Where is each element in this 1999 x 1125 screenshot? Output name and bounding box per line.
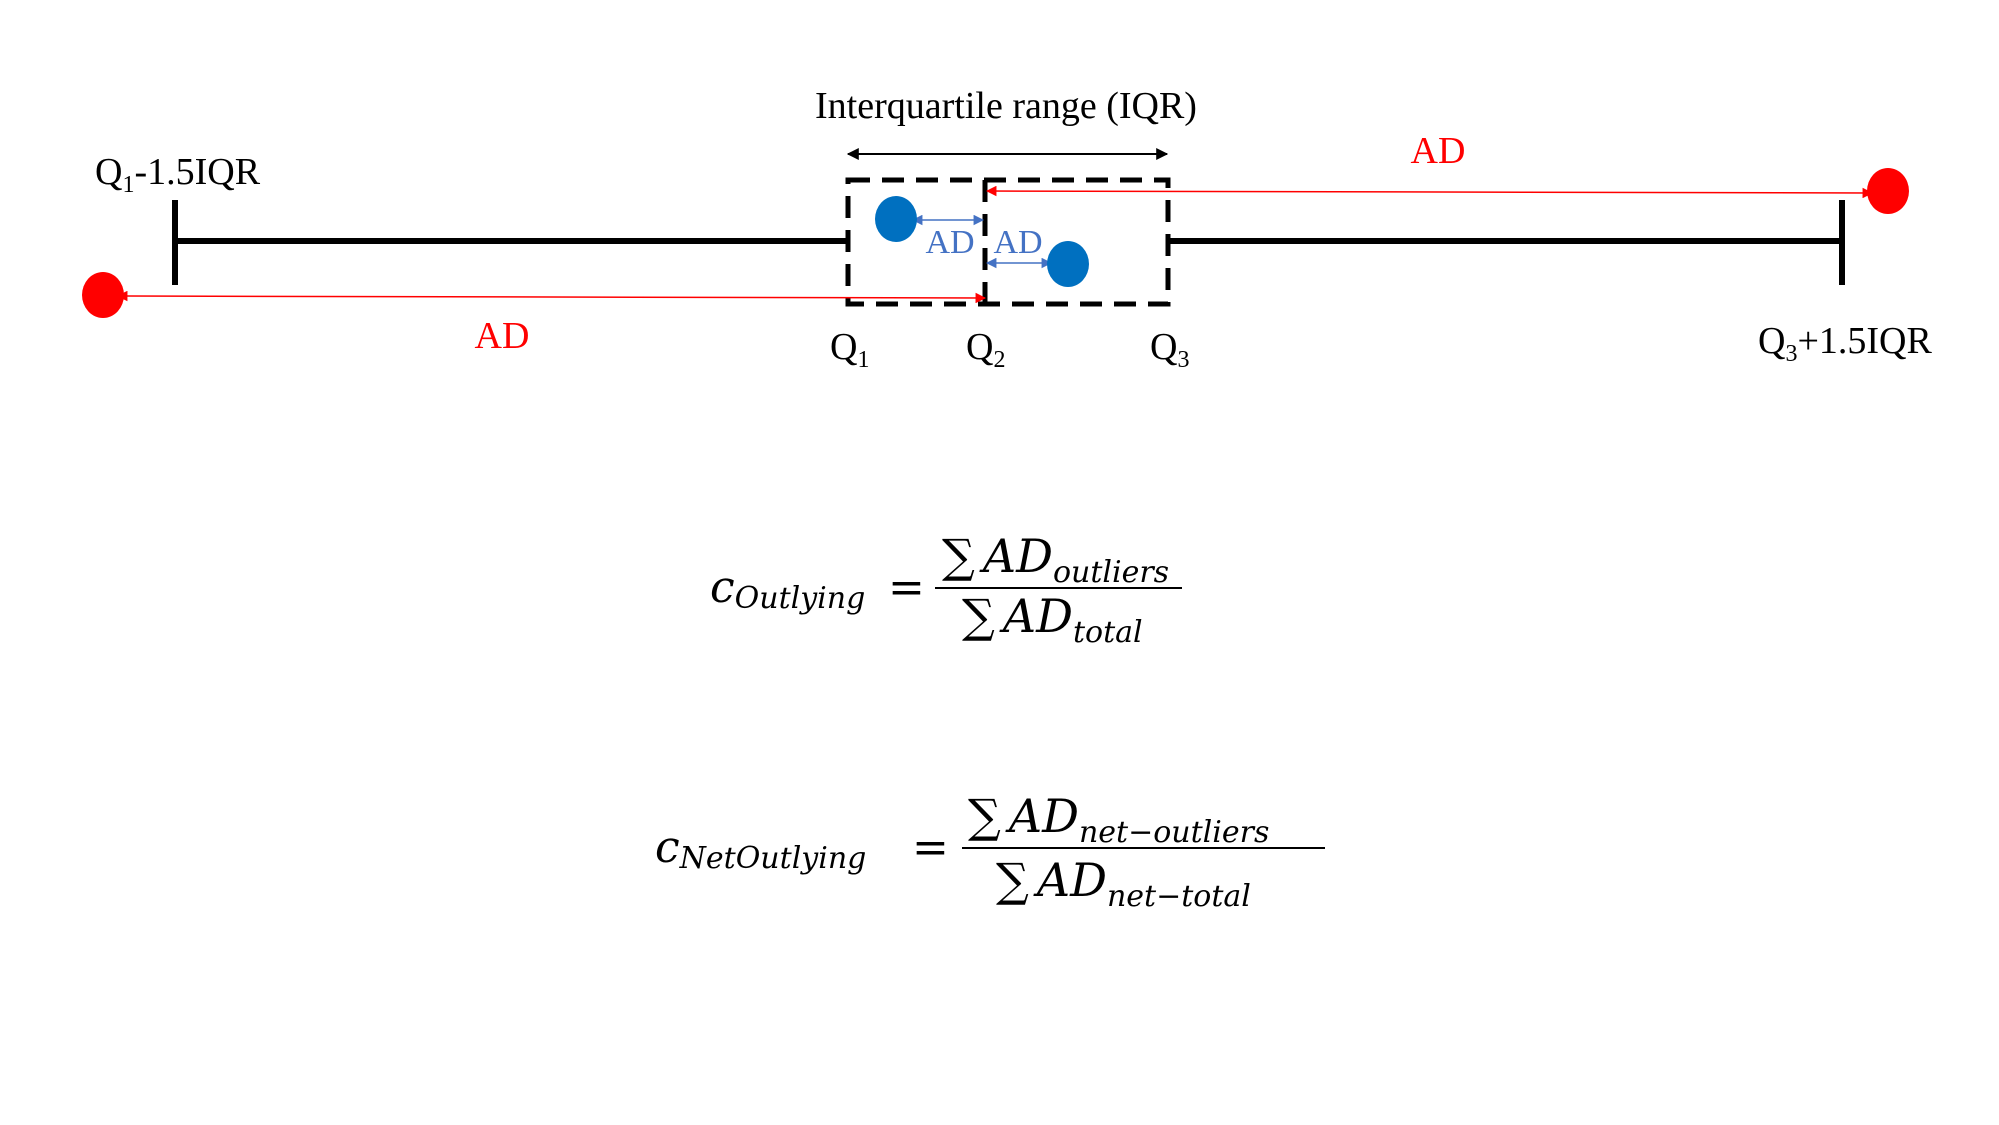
outlying-denominator: ∑ADtotal [962, 589, 1143, 650]
iqr-title: Interquartile range (IQR) [815, 85, 1197, 127]
outlier-point-upper [1867, 168, 1909, 214]
q3-label: Q3 [1150, 326, 1189, 373]
outlier-ad-arrow-upper [985, 185, 1874, 199]
net-outlying-equals: = [912, 822, 949, 873]
q1-label: Q1 [830, 326, 869, 373]
q2-label: Q2 [966, 326, 1005, 373]
outlying-lhs: cOutlying [710, 562, 865, 616]
outlying-numerator: ∑ADoutliers [942, 529, 1169, 590]
ad-label-inlier-right: AD [993, 224, 1042, 261]
net-outlying-denominator: ∑ADnet−total [996, 853, 1251, 914]
net-outlying-numerator: ∑ADnet−outliers [968, 789, 1269, 850]
outlying-equals: = [888, 562, 925, 613]
outlying-formula: cOutlying = ∑ADoutliers ∑ADtotal [710, 529, 1182, 650]
net-outlying-lhs: cNetOutlying [655, 822, 866, 876]
net-outlying-formula: cNetOutlying = ∑ADnet−outliers ∑ADnet−to… [655, 789, 1325, 914]
outlier-point-lower [82, 272, 124, 318]
lower-fence-label: Q1-1.5IQR [95, 151, 261, 198]
ad-label-outlier-upper: AD [1411, 130, 1466, 172]
outlier-ad-arrow-lower [116, 290, 987, 304]
iqr-box [845, 177, 1171, 307]
inlier-point-right [1047, 241, 1089, 287]
ad-label-inlier-left: AD [925, 224, 974, 261]
inlier-point-left [875, 196, 917, 242]
upper-fence-label: Q3+1.5IQR [1758, 320, 1932, 367]
ad-label-outlier-lower: AD [475, 315, 530, 357]
